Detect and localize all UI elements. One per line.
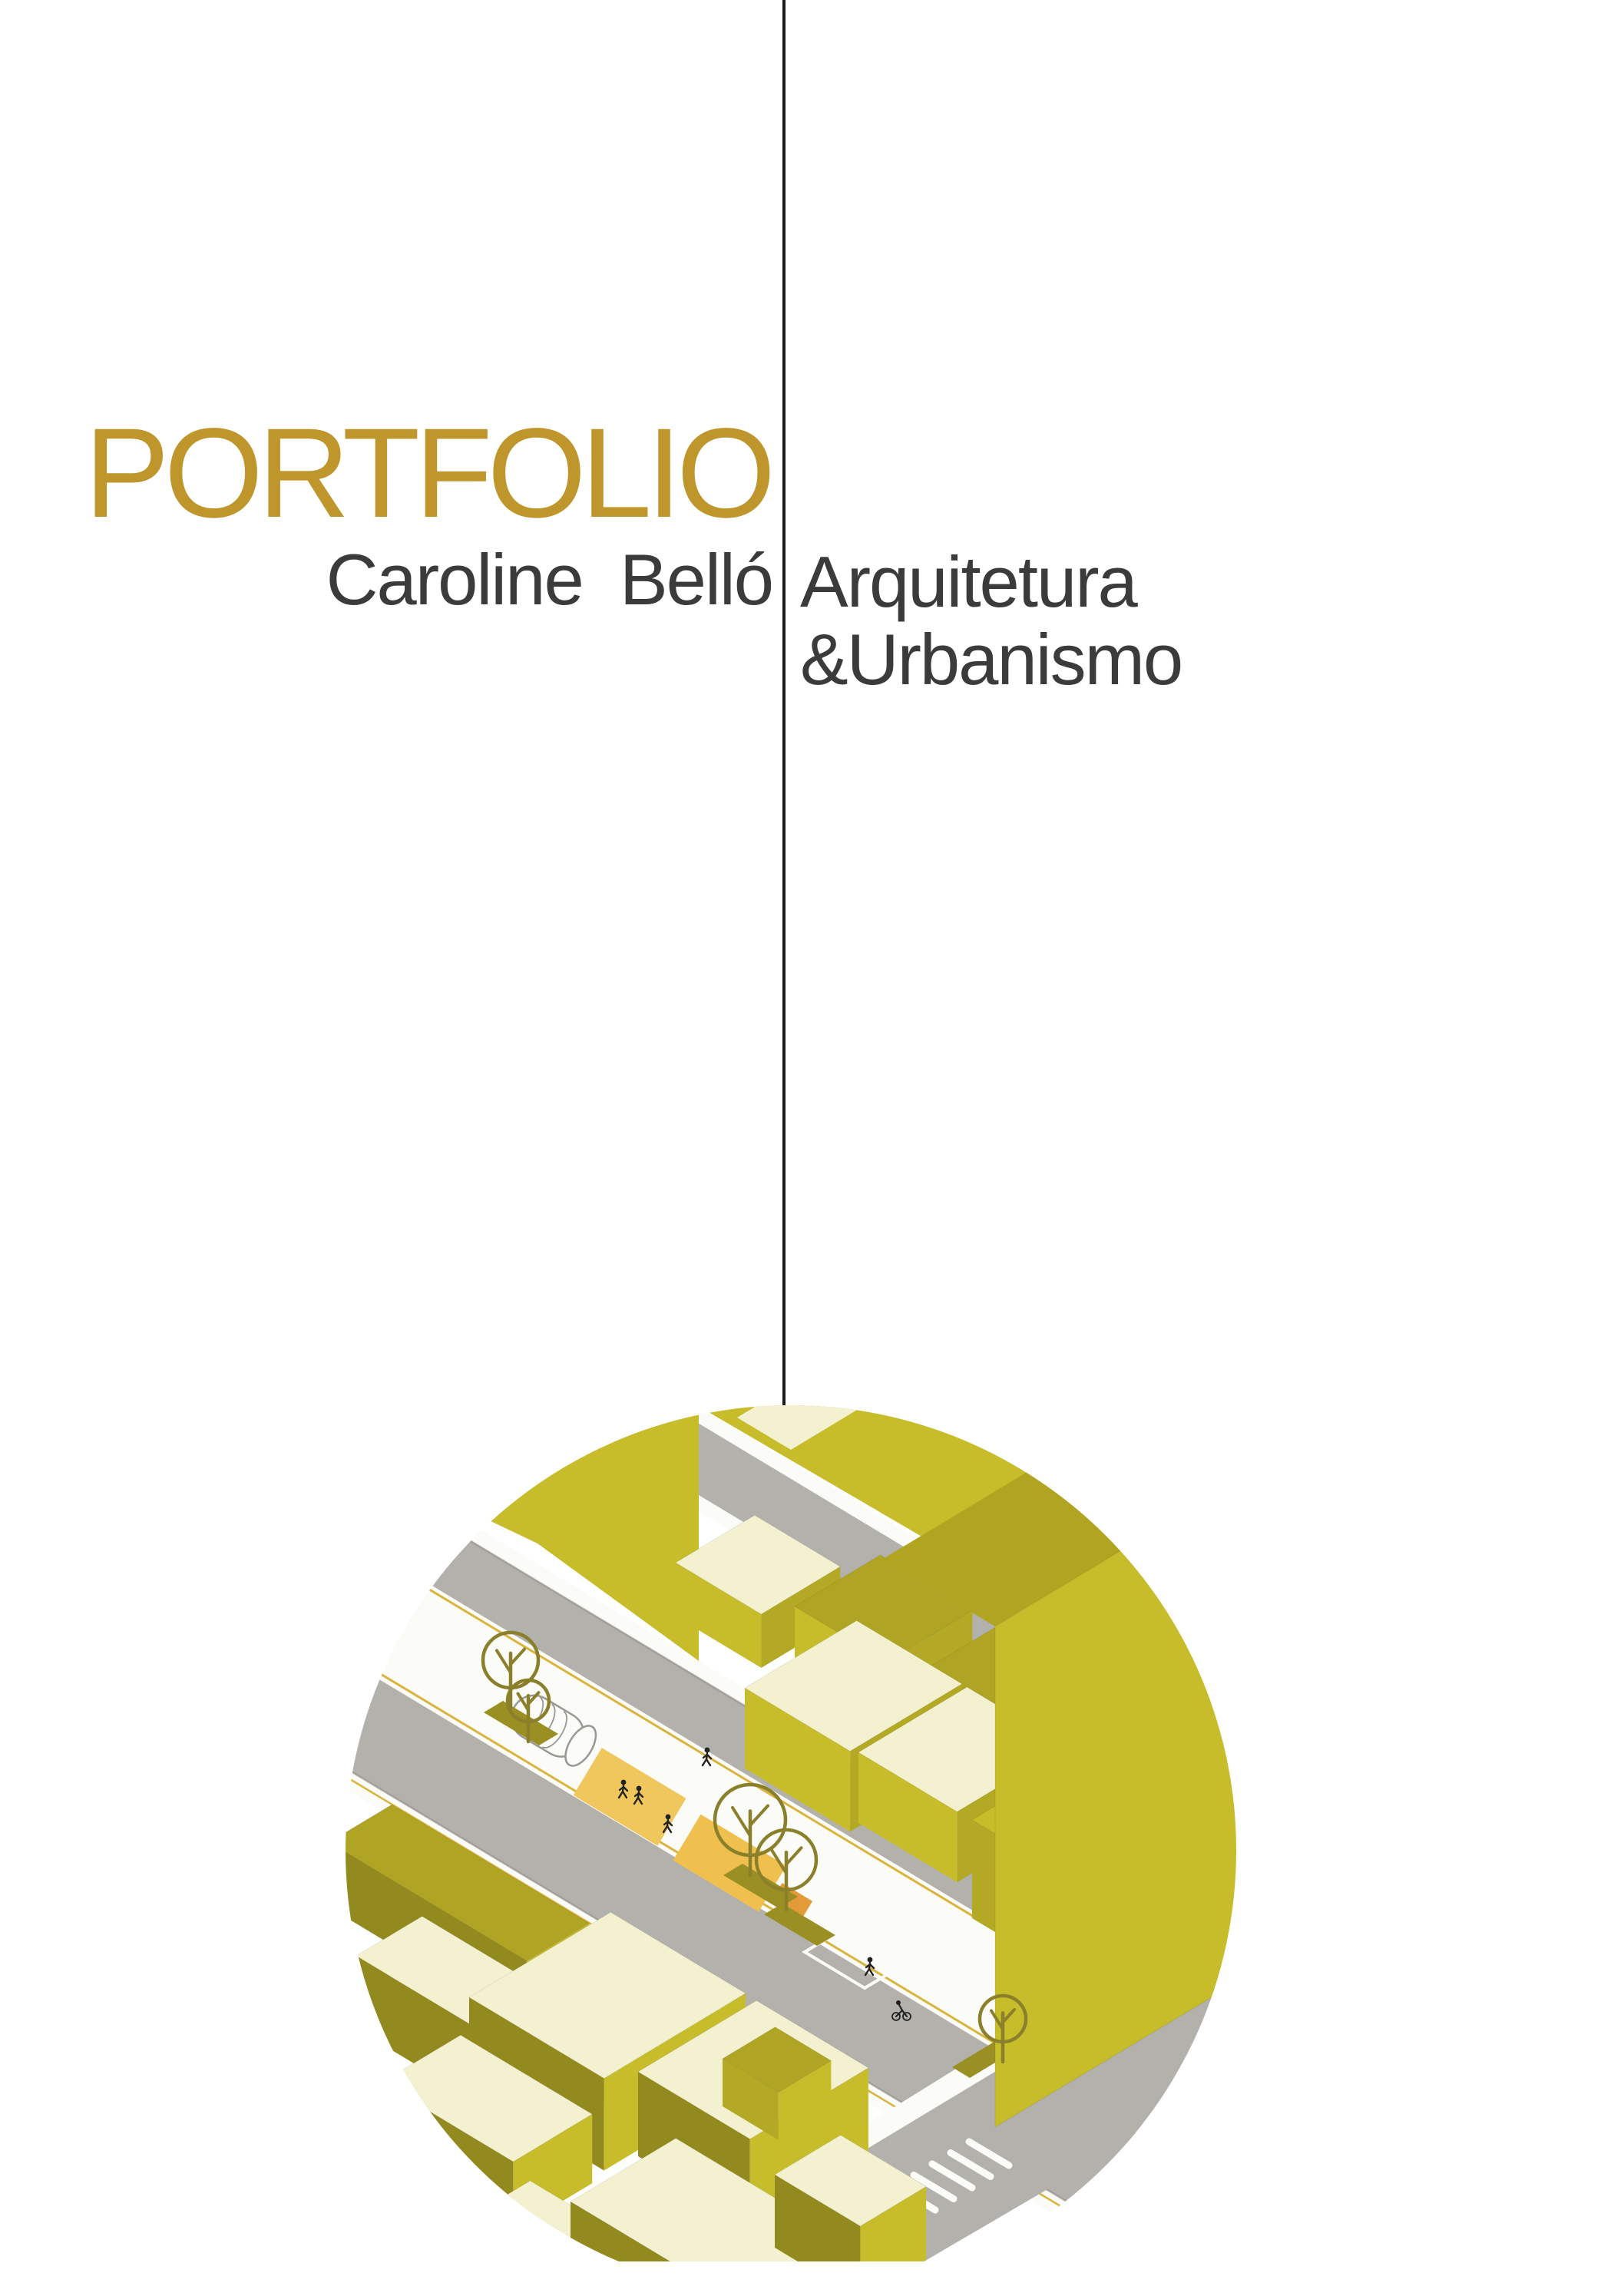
isometric-street-scene [346,1405,1236,2261]
hero-illustration [346,1405,1236,2261]
vertical-divider-line [782,0,786,1422]
author-name: Caroline Belló [326,539,774,620]
field-label: Arquitetura&Urbanismo [800,541,1183,700]
field-line-2: &Urbanismo [800,618,1183,700]
page-title: PORTFOLIO [84,402,776,544]
field-line-1: Arquitetura [800,541,1138,622]
